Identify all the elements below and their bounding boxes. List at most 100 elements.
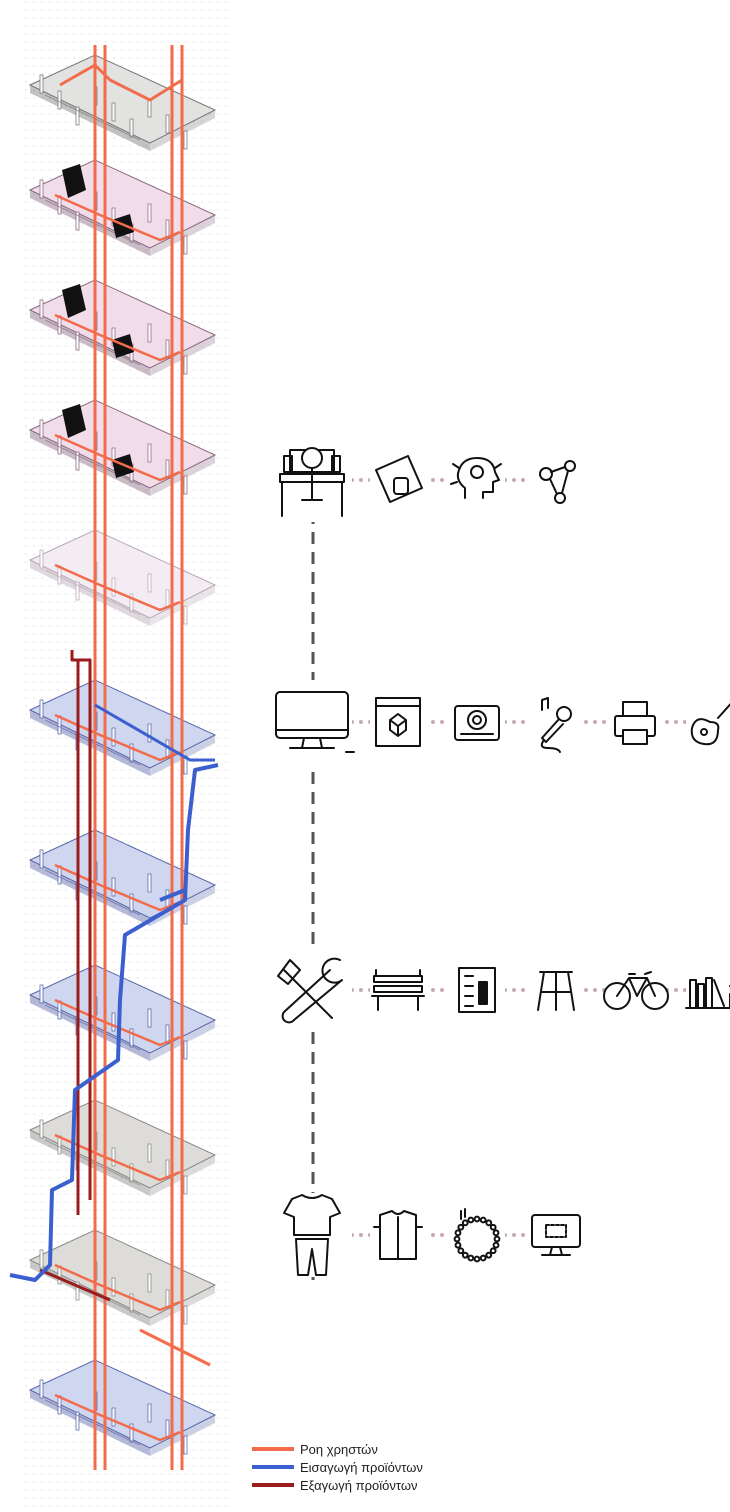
partition-wall bbox=[183, 1175, 188, 1195]
icon-groups bbox=[272, 438, 730, 1277]
3d-printer-icon bbox=[370, 692, 426, 752]
partition-wall bbox=[111, 577, 116, 597]
furniture-block bbox=[112, 334, 134, 358]
user-flow-floor bbox=[54, 1263, 181, 1312]
partition-wall bbox=[111, 727, 116, 747]
legend-item-product-out: Εξαγωγή προϊόντων bbox=[252, 1476, 423, 1494]
partition-wall bbox=[129, 1163, 134, 1183]
product-in-branch bbox=[159, 888, 186, 902]
legend-label-user-flow: Ροη χρηστών bbox=[300, 1441, 378, 1457]
partition-wall bbox=[57, 90, 62, 110]
circuit-board-icon bbox=[449, 960, 505, 1020]
partition-wall bbox=[165, 114, 170, 134]
bicycle-icon bbox=[603, 960, 669, 1020]
partition-wall bbox=[39, 419, 44, 439]
corridor-wall bbox=[44, 319, 141, 366]
partition-wall bbox=[147, 723, 152, 743]
partition-wall bbox=[111, 1407, 116, 1427]
legend-label-product-in: Εισαγωγή προϊόντων bbox=[300, 1459, 423, 1475]
icon-backdrop bbox=[449, 692, 505, 752]
partition-wall bbox=[39, 1249, 44, 1269]
legend-swatch-product-in bbox=[252, 1465, 294, 1469]
desk-workstation-icon bbox=[272, 438, 352, 522]
clothing-icon bbox=[272, 1193, 352, 1277]
icon-backdrop bbox=[272, 680, 352, 764]
legend-swatch-product-out bbox=[252, 1483, 294, 1487]
partition-wall bbox=[39, 1379, 44, 1399]
partition-wall bbox=[39, 984, 44, 1004]
corridor-wall bbox=[44, 1399, 141, 1446]
category-row-digital-media bbox=[272, 680, 730, 764]
partition-wall bbox=[147, 1143, 152, 1163]
partition-wall bbox=[183, 1305, 188, 1325]
partition-wall bbox=[183, 130, 188, 150]
partition-wall bbox=[129, 743, 134, 763]
display-screen-icon bbox=[528, 1205, 584, 1265]
corridor-wall bbox=[44, 569, 141, 616]
product-in-line bbox=[9, 763, 219, 1282]
partition-wall bbox=[75, 106, 80, 126]
partition-wall bbox=[39, 699, 44, 719]
icon-backdrop bbox=[370, 960, 426, 1020]
printer-icon bbox=[607, 692, 663, 752]
partition-wall bbox=[111, 1147, 116, 1167]
category-row-workstation bbox=[272, 438, 584, 522]
stool-icon bbox=[528, 960, 584, 1020]
partition-wall bbox=[39, 179, 44, 199]
necklace-icon bbox=[449, 1205, 505, 1265]
partition-wall bbox=[39, 549, 44, 569]
user-flow-floor bbox=[54, 313, 181, 362]
legend-swatch-user-flow bbox=[252, 1447, 294, 1451]
partition-wall bbox=[147, 1403, 152, 1423]
corridor-wall bbox=[44, 199, 141, 246]
partition-wall bbox=[75, 451, 80, 471]
corridor-wall bbox=[44, 1004, 141, 1051]
partition-wall bbox=[39, 849, 44, 869]
product-out-line bbox=[70, 650, 92, 1200]
product-in-branch bbox=[94, 703, 215, 762]
network-nodes-icon bbox=[528, 450, 584, 510]
partition-wall bbox=[129, 1293, 134, 1313]
partition-wall bbox=[75, 1411, 80, 1431]
user-flow-floor bbox=[54, 1393, 181, 1442]
partition-wall bbox=[147, 1008, 152, 1028]
corridor-wall bbox=[44, 869, 141, 916]
partition-wall bbox=[39, 1119, 44, 1139]
partition-wall bbox=[111, 102, 116, 122]
icon-backdrop bbox=[686, 960, 730, 1020]
partition-wall bbox=[147, 323, 152, 343]
floor-plate-11 bbox=[28, 1359, 217, 1456]
furniture-block bbox=[112, 454, 134, 478]
corridor-wall bbox=[44, 94, 141, 141]
partition-wall bbox=[111, 877, 116, 897]
tablet-icon bbox=[370, 450, 426, 510]
flow-lines bbox=[9, 45, 219, 1470]
category-row-workshop bbox=[272, 948, 730, 1032]
partition-wall bbox=[183, 355, 188, 375]
partition-wall bbox=[111, 1277, 116, 1297]
partition-wall bbox=[147, 873, 152, 893]
category-row-textiles bbox=[272, 1193, 584, 1277]
user-flow-floor bbox=[54, 193, 181, 242]
partition-wall bbox=[111, 1012, 116, 1032]
furniture-block bbox=[62, 404, 86, 438]
bookshelf-icon bbox=[685, 960, 730, 1020]
instant-camera-icon bbox=[449, 692, 505, 752]
partition-wall bbox=[147, 573, 152, 593]
corridor-wall bbox=[44, 1139, 141, 1186]
legend-item-user-flow: Ροη χρηστών bbox=[252, 1440, 423, 1458]
partition-wall bbox=[75, 211, 80, 231]
partition-wall bbox=[129, 1028, 134, 1048]
partition-wall bbox=[183, 475, 188, 495]
partition-wall bbox=[183, 1040, 188, 1060]
partition-wall bbox=[183, 905, 188, 925]
partition-wall bbox=[147, 1273, 152, 1293]
partition-wall bbox=[183, 605, 188, 625]
partition-wall bbox=[129, 593, 134, 613]
legend-label-product-out: Εξαγωγή προϊόντων bbox=[300, 1477, 418, 1493]
legend-item-product-in: Εισαγωγή προϊόντων bbox=[252, 1458, 423, 1476]
partition-wall bbox=[75, 1281, 80, 1301]
furniture-block bbox=[62, 164, 86, 198]
legend: Ροη χρηστών Εισαγωγή προϊόντων Εξαγωγή π… bbox=[252, 1440, 423, 1494]
